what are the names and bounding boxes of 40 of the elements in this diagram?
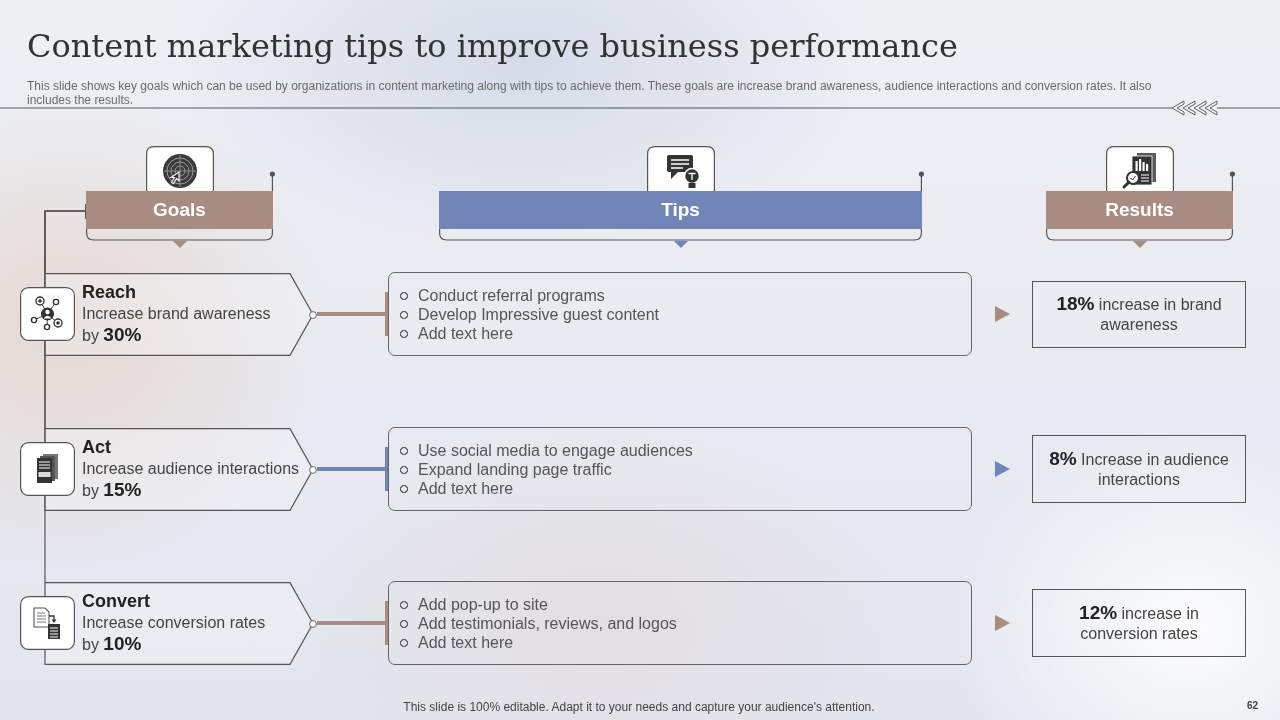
goal-description: Increase brand awareness by 30% <box>82 304 272 346</box>
column-heading: Goals <box>153 199 206 221</box>
tip-item: Use social media to engage audiences <box>399 441 693 460</box>
tip-item: Conduct referral programs <box>399 286 605 305</box>
result-text: 12% increase in conversion rates <box>1078 602 1200 644</box>
goal-title: Convert <box>82 591 150 611</box>
goal-pentagon <box>20 428 317 511</box>
goal-pentagon <box>20 582 317 665</box>
goal-title: Act <box>82 437 111 457</box>
goal-description: Increase conversion rates by 10% <box>82 613 267 655</box>
arrow <box>995 306 1010 322</box>
tips-box <box>388 581 972 665</box>
connector-line <box>317 601 388 645</box>
goal-description: Increase audience interactions by 15% <box>82 459 301 501</box>
result-text: 18% increase in brand awareness <box>1055 294 1223 335</box>
result-box <box>1032 435 1246 503</box>
goal-title: Reach <box>82 282 137 302</box>
result-box <box>1032 589 1246 657</box>
column-heading: Tips <box>661 199 700 221</box>
result-text: 8% Increase in audience interactions <box>1048 448 1230 490</box>
tip-item: Add testimonials, reviews, and logos <box>399 614 677 633</box>
column-heading: Results <box>1105 199 1174 221</box>
goal-pentagon <box>20 273 317 356</box>
page-number: 62 <box>1247 699 1259 712</box>
tip-item: Add pop-up to site <box>399 595 548 614</box>
column-header <box>1046 146 1236 250</box>
tip-item: Expand landing page traffic <box>399 460 612 479</box>
column-header <box>86 146 276 250</box>
arrow <box>995 615 1010 631</box>
connector-line <box>317 447 388 491</box>
tips-box <box>388 427 972 511</box>
tip-item: Develop Impressive guest content <box>399 305 659 324</box>
column-header <box>439 146 925 250</box>
arrow <box>995 461 1010 477</box>
tips-box <box>388 272 972 356</box>
slide-title: Content marketing tips to improve business performance <box>27 26 958 67</box>
slide-description: This slide shows key goals which can be used by organizations in content marketing along with tips to achieve them. These goals are increase brand awareness, audience interactions and conversion rates. It also includes the results. <box>27 79 1153 107</box>
footer-note: This slide is 100% editable. Adapt it to your needs and capture your audience's attention. <box>403 700 875 714</box>
result-box <box>1032 281 1246 348</box>
connector-line <box>317 292 388 336</box>
